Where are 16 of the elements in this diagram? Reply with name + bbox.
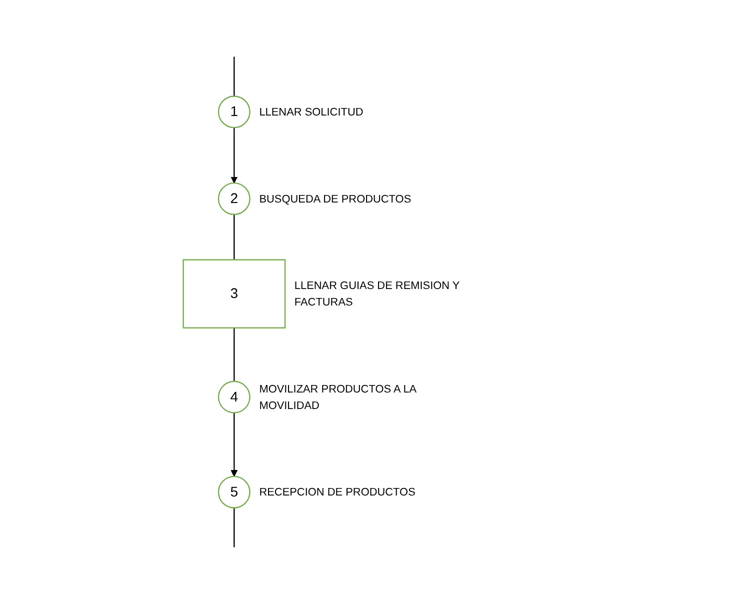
node-circle: 1 xyxy=(218,95,251,128)
arrow xyxy=(231,127,238,183)
arrow xyxy=(231,412,238,476)
node-label: BUSQUEDA DE PRODUCTOS xyxy=(260,192,412,204)
node-label: LLENAR SOLICITUD xyxy=(260,104,364,118)
connector xyxy=(234,507,236,547)
node-label: MOVILIZAR PRODUCTOS A LA MOVILIDAD xyxy=(260,382,416,411)
node-circle: 5 xyxy=(218,475,251,508)
node-label: RECEPCION DE PRODUCTOS xyxy=(260,484,416,498)
connector xyxy=(234,214,236,260)
node-circle: 4 xyxy=(218,380,251,413)
node-box: 3 xyxy=(183,258,286,328)
connector xyxy=(234,56,236,96)
node-label: LLENAR GUIAS DE REMISION Y FACTURAS xyxy=(294,278,460,308)
node-circle: 2 xyxy=(218,182,251,214)
connector xyxy=(234,327,236,381)
